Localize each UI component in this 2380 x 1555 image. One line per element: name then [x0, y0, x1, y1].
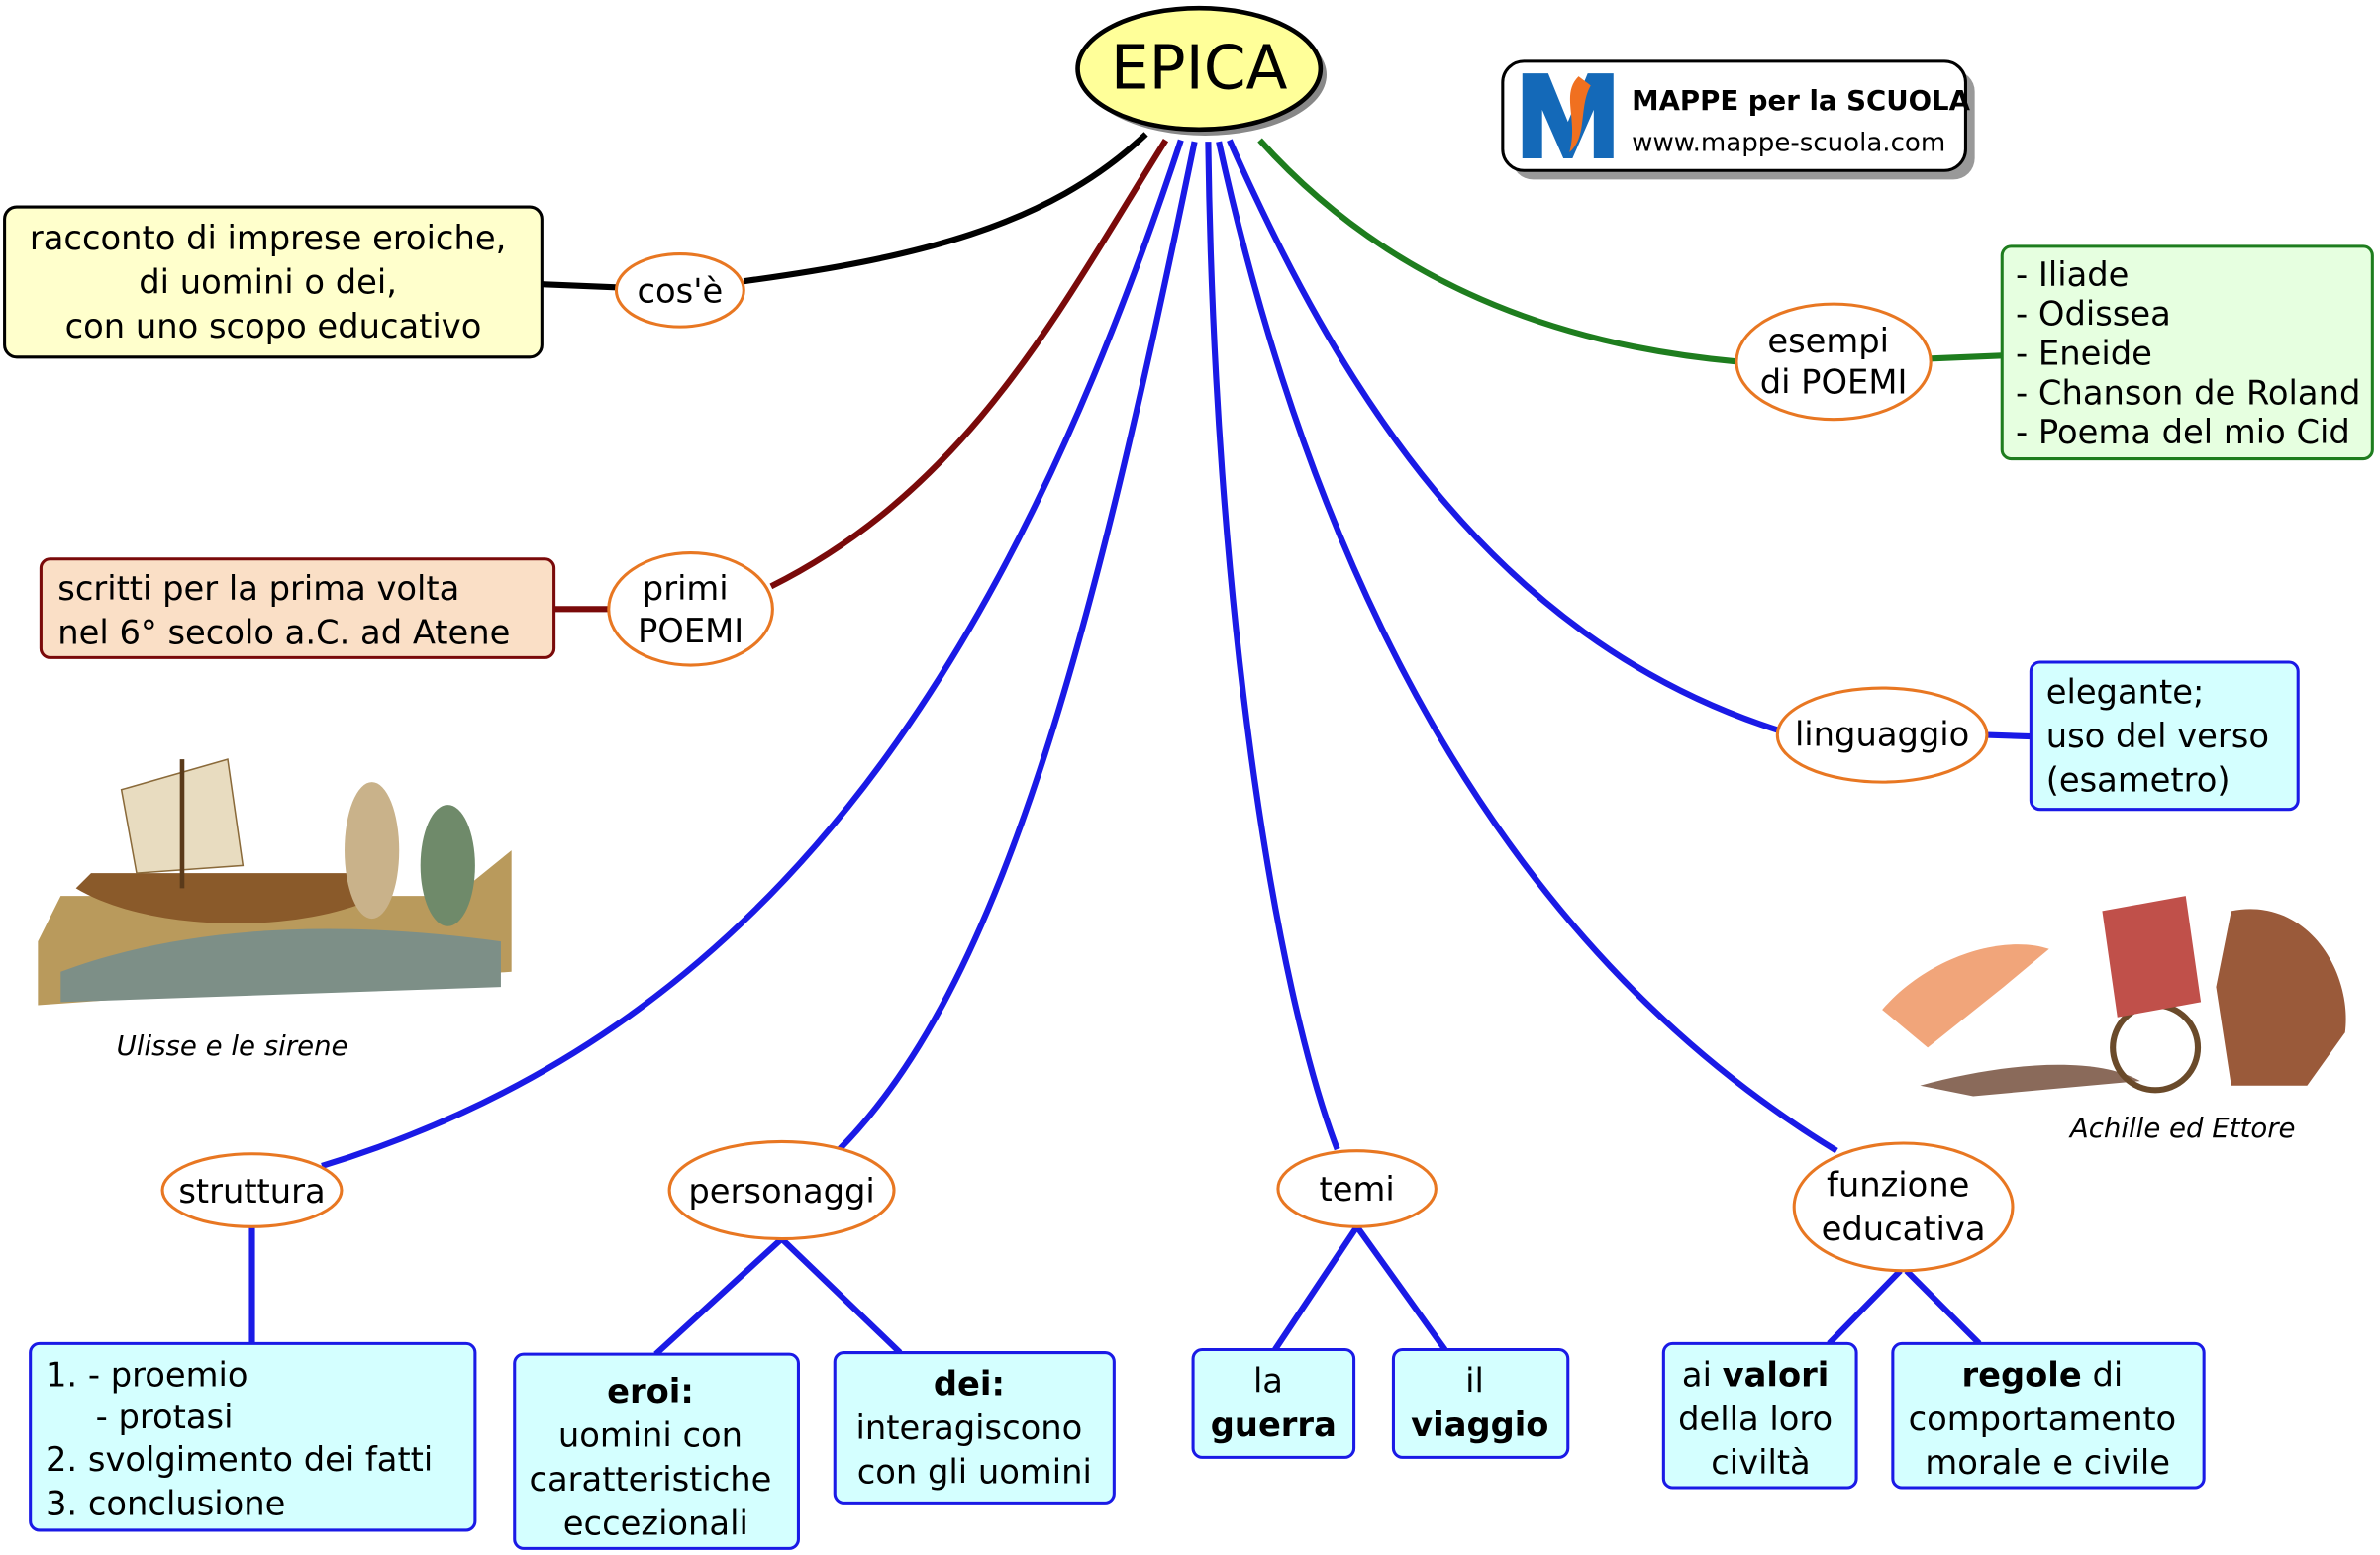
regole-text: regole di comportamento morale e civile [1909, 1355, 2187, 1482]
logo-name: MAPPE per la SCUOLA [1632, 84, 1970, 117]
cose-label: cos'è [637, 272, 723, 311]
link-cose-box [542, 281, 617, 291]
link-funzione-boxes [1827, 1268, 1982, 1346]
valori-box [1661, 1341, 1858, 1490]
link-cose [743, 132, 1148, 285]
achille-caption: Achille ed Ettore [2068, 1112, 2296, 1144]
eroi-box [513, 1352, 800, 1550]
node-funzione-educativa[interactable]: funzione educativa ai valori della loro … [1661, 1141, 2206, 1490]
struttura-label: struttura [178, 1172, 325, 1211]
dei-text: dei: interagiscono con gli uomini [856, 1364, 1093, 1491]
viaggio-box [1391, 1347, 1570, 1459]
link-struttura [321, 139, 1184, 1169]
primi-label: primi POEMI [638, 569, 744, 650]
ulisse-sirene-image: Ulisse e le sirene [38, 758, 512, 1062]
guerra-text: la guerra [1211, 1361, 1337, 1443]
link-esempi-box [1931, 352, 2003, 362]
primi-box-text: scritti per la prima volta nel 6° secolo… [57, 569, 510, 651]
link-personaggi-boxes [653, 1236, 903, 1357]
link-temi [1205, 142, 1340, 1151]
esempi-list: - Iliade - Odissea - Eneide - Chanson de… [2016, 255, 2371, 451]
funzione-label: funzione educativa [1822, 1166, 1986, 1248]
cose-box-text: racconto di imprese eroiche, di uomini o… [30, 219, 517, 345]
personaggi-label: personaggi [688, 1172, 874, 1211]
node-cose[interactable]: racconto di imprese eroiche, di uomini o… [3, 205, 745, 359]
guerra-box [1191, 1347, 1356, 1459]
link-primi [769, 138, 1169, 590]
node-struttura[interactable]: struttura 1. - proemio - protasi 2. svol… [29, 1152, 477, 1532]
logo-url: www.mappe-scuola.com [1632, 128, 1945, 157]
achille-ettore-image: Achille ed Ettore [1882, 896, 2346, 1144]
link-linguaggio [1227, 139, 1780, 733]
node-primi-poemi[interactable]: scritti per la prima volta nel 6° secolo… [39, 551, 774, 667]
node-esempi[interactable]: - Iliade - Odissea - Eneide - Chanson de… [1735, 244, 2374, 461]
node-temi[interactable]: temi la guerra il viaggio [1191, 1149, 1570, 1459]
link-temi-boxes [1272, 1224, 1448, 1352]
struttura-list: 1. - proemio - protasi 2. svolgimento de… [46, 1355, 444, 1522]
esempi-label: esempi di POEMI [1760, 322, 1908, 401]
link-personaggi [836, 141, 1198, 1153]
regole-box [1891, 1341, 2206, 1490]
central-node[interactable]: EPICA [1075, 5, 1327, 136]
temi-label: temi [1320, 1170, 1395, 1209]
link-funzione [1216, 141, 1838, 1154]
links [248, 132, 2032, 1357]
valori-text: ai valori della loro civiltà [1678, 1355, 1843, 1482]
eroi-text: eroi: uomini con caratteristiche eccezio… [529, 1372, 782, 1542]
dei-box [833, 1351, 1116, 1505]
logo[interactable]: MAPPE per la SCUOLA www.mappe-scuola.com [1501, 59, 1975, 180]
link-linguaggio-box [1986, 731, 2032, 740]
central-title: EPICA [1111, 33, 1288, 103]
ulisse-caption: Ulisse e le sirene [117, 1029, 348, 1062]
linguaggio-label: linguaggio [1795, 715, 1969, 753]
link-esempi [1257, 138, 1738, 365]
viaggio-text: il viaggio [1411, 1361, 1548, 1443]
linguaggio-box-text: elegante; uso del verso (esametro) [2046, 672, 2280, 799]
node-personaggi[interactable]: personaggi eroi: uomini con caratteristi… [513, 1139, 1116, 1550]
logo-m-icon [1522, 73, 1614, 158]
node-linguaggio[interactable]: elegante; uso del verso (esametro) lingu… [1775, 660, 2300, 812]
